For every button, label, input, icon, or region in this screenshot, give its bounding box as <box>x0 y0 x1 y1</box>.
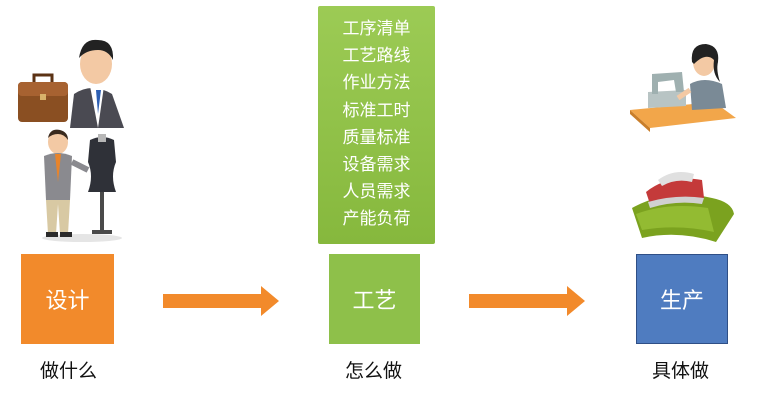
process-stage-box: 工艺 <box>329 254 420 344</box>
process-caption: 怎么做 <box>311 356 436 383</box>
process-item: 产能负荷 <box>318 206 435 233</box>
process-item: 质量标准 <box>318 125 435 152</box>
process-stage-label: 工艺 <box>352 283 396 315</box>
sewing-worker-illustration <box>628 40 738 132</box>
businessman-illustration <box>12 24 132 128</box>
arrow-right-icon <box>469 286 587 316</box>
design-stage-box: 设计 <box>21 254 114 344</box>
process-item: 工艺路线 <box>318 43 435 70</box>
production-stage-box: 生产 <box>636 254 728 344</box>
production-caption: 具体做 <box>618 356 743 383</box>
process-item: 作业方法 <box>318 70 435 97</box>
design-stage-label: 设计 <box>45 283 89 315</box>
process-item: 工序清单 <box>318 16 435 43</box>
process-item: 标准工时 <box>318 98 435 125</box>
process-item: 设备需求 <box>318 152 435 179</box>
iron-illustration <box>628 168 738 246</box>
arrow-right-icon <box>163 286 281 316</box>
design-caption: 做什么 <box>6 356 131 383</box>
process-items-panel: 工序清单 工艺路线 作业方法 标准工时 质量标准 设备需求 人员需求 产能负荷 <box>318 6 435 244</box>
process-item: 人员需求 <box>318 179 435 206</box>
designer-illustration <box>34 122 130 242</box>
process-items-list: 工序清单 工艺路线 作业方法 标准工时 质量标准 设备需求 人员需求 产能负荷 <box>318 6 435 234</box>
production-stage-label: 生产 <box>660 283 704 315</box>
